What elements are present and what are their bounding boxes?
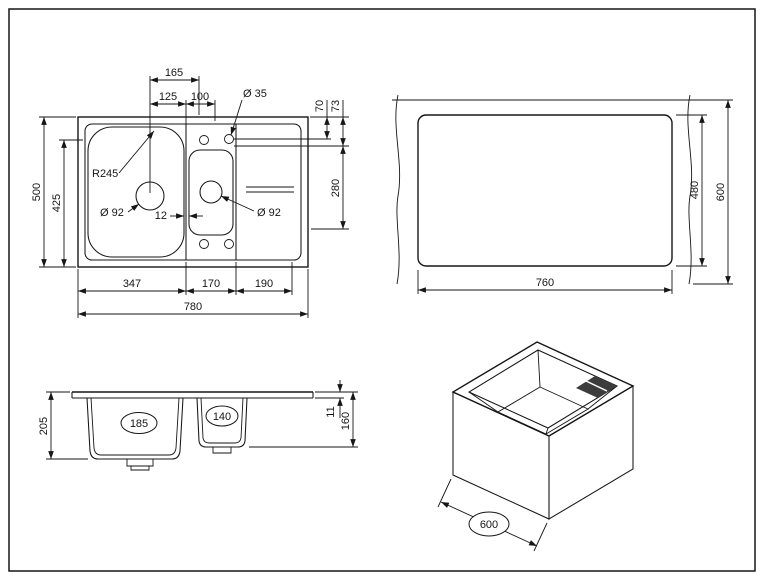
plan-dimension-texts: 165 125 100 Ø 35 70 73 500 425 R245 Ø 92… bbox=[31, 67, 342, 313]
dim-600-width: 600 bbox=[480, 519, 498, 531]
main-drain-stub bbox=[126, 459, 154, 467]
tap-hole bbox=[199, 135, 209, 145]
break-line-left bbox=[395, 94, 401, 285]
tap-hole bbox=[224, 239, 234, 249]
cutout-view: 760 480 600 bbox=[392, 94, 733, 294]
main-bowl bbox=[87, 126, 185, 258]
front-view: 205 185 140 11 160 bbox=[38, 380, 358, 471]
apron-right bbox=[548, 385, 634, 520]
dim-280: 280 bbox=[330, 179, 342, 197]
iso-divider-ledge bbox=[576, 376, 617, 398]
dim-347: 347 bbox=[123, 278, 141, 290]
dim-780: 780 bbox=[184, 301, 202, 313]
main-bowl-inner-wall bbox=[90, 397, 180, 456]
radius-leader bbox=[118, 130, 155, 174]
dim-480: 480 bbox=[689, 181, 701, 199]
tap-hole bbox=[224, 134, 234, 144]
dim-100: 100 bbox=[191, 91, 209, 103]
dim-73: 73 bbox=[330, 100, 342, 112]
cutout-outline bbox=[392, 94, 696, 285]
front-dimensions: 205 185 140 11 160 bbox=[38, 380, 358, 460]
main-drain-lip bbox=[130, 466, 150, 471]
iso-view: 600 bbox=[437, 341, 635, 552]
small-bowl-inner-wall bbox=[200, 397, 244, 444]
dim-11: 11 bbox=[325, 406, 337, 417]
dim-170: 170 bbox=[202, 278, 220, 290]
plan-outline bbox=[77, 116, 309, 268]
sink-inner-rim bbox=[84, 123, 302, 261]
tap-hole bbox=[199, 239, 209, 249]
break-line-right bbox=[687, 94, 693, 285]
main-bowl-section bbox=[86, 397, 184, 460]
dim-160: 160 bbox=[340, 412, 352, 430]
dim-125: 125 bbox=[159, 91, 177, 103]
plan-view: 165 125 100 Ø 35 70 73 500 425 R245 Ø 92… bbox=[31, 67, 349, 318]
dim-205: 205 bbox=[38, 417, 50, 435]
dim-dia92-small: Ø 92 bbox=[257, 207, 281, 219]
apron-left bbox=[452, 391, 550, 520]
plan-dimension-lines bbox=[41, 77, 346, 317]
dim-140: 140 bbox=[213, 411, 231, 423]
iso-divider-gap bbox=[585, 380, 608, 392]
depth-balloon-main bbox=[120, 412, 158, 434]
front-outline bbox=[71, 391, 314, 471]
dim-dia92-main: Ø 92 bbox=[100, 207, 124, 219]
dim-500: 500 bbox=[31, 183, 43, 201]
main-drain-leader bbox=[127, 203, 140, 213]
width-balloon bbox=[468, 511, 510, 537]
small-drain-stub bbox=[212, 447, 232, 454]
iso-dimensions: 600 bbox=[437, 478, 548, 552]
dim-425: 425 bbox=[51, 194, 63, 212]
dim-r245: R245 bbox=[92, 168, 118, 180]
small-drain-hole bbox=[199, 180, 223, 204]
small-bowl-section bbox=[196, 397, 248, 448]
dim-185: 185 bbox=[130, 418, 148, 430]
dim-190: 190 bbox=[255, 278, 273, 290]
cutout-rect bbox=[417, 114, 673, 267]
dim-dia35: Ø 35 bbox=[243, 88, 267, 100]
sheet-border bbox=[8, 8, 756, 572]
cutout-dimensions: 760 480 600 bbox=[417, 99, 733, 294]
tap-hole-leader bbox=[230, 99, 243, 136]
dim-70: 70 bbox=[314, 100, 326, 112]
dim-600-depth: 600 bbox=[715, 183, 727, 201]
dim-12: 12 bbox=[155, 210, 167, 222]
sink-outer-rect bbox=[77, 116, 309, 268]
depth-balloon-small bbox=[205, 405, 239, 427]
small-bowl bbox=[188, 149, 234, 236]
small-drain-leader bbox=[220, 195, 255, 212]
dim-165: 165 bbox=[165, 67, 183, 79]
iso-bowl-bottom bbox=[497, 386, 589, 435]
dim-760: 760 bbox=[536, 277, 554, 289]
iso-top-surface bbox=[451, 341, 635, 437]
